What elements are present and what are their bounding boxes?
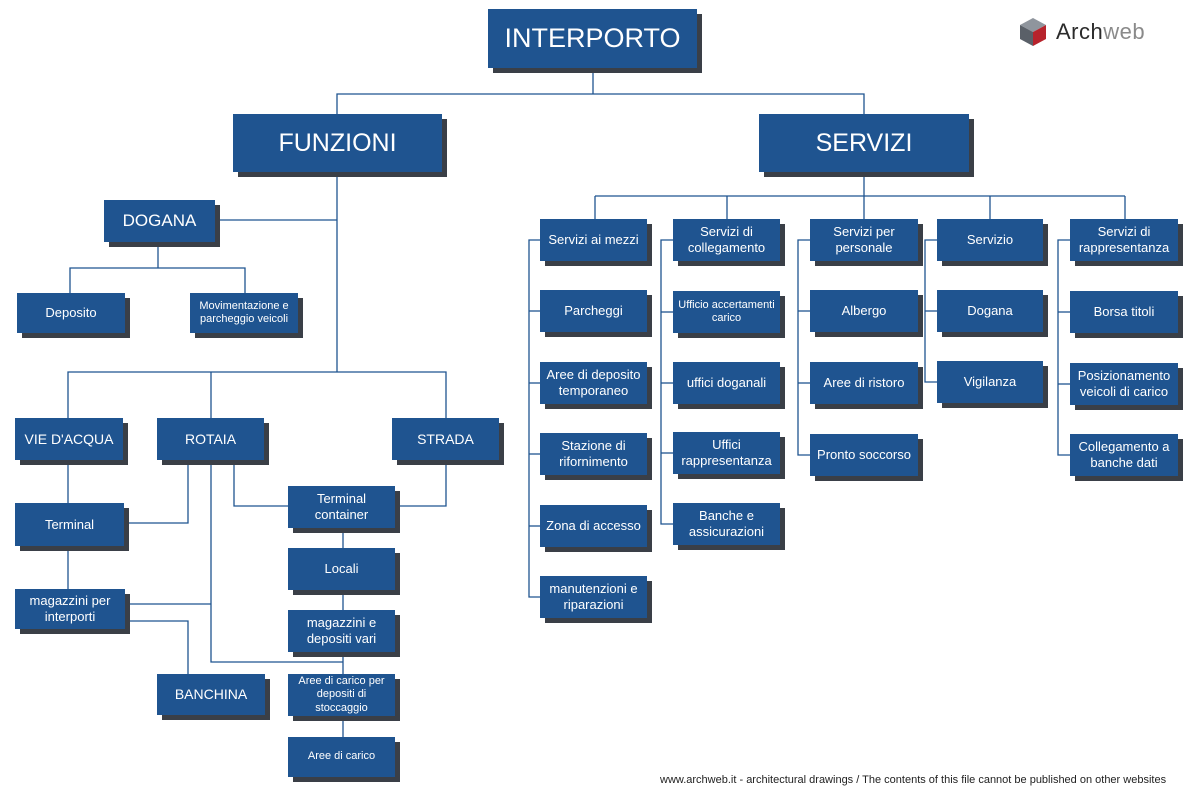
node-aree-ristoro: Aree di ristoro xyxy=(810,362,918,404)
node-manutenzioni: manutenzioni e riparazioni xyxy=(540,576,647,618)
node-collegamento-banche: Collegamento a banche dati xyxy=(1070,434,1178,476)
node-parcheggi: Parcheggi xyxy=(540,290,647,332)
node-aree-carico-stoccaggio: Aree di carico per depositi di stoccaggi… xyxy=(288,674,395,716)
node-servizi-rappresentanza: Servizi di rappresentanza xyxy=(1070,219,1178,261)
node-banche-assicurazioni: Banche e assicurazioni xyxy=(673,503,780,545)
node-albergo: Albergo xyxy=(810,290,918,332)
node-zona-accesso: Zona di accesso xyxy=(540,505,647,547)
node-servizi-mezzi: Servizi ai mezzi xyxy=(540,219,647,261)
root-interporto: INTERPORTO xyxy=(488,9,697,68)
node-uffici-doganali: uffici doganali xyxy=(673,362,780,404)
node-servizi: SERVIZI xyxy=(759,114,969,172)
node-vigilanza: Vigilanza xyxy=(937,361,1043,403)
node-aree-carico: Aree di carico xyxy=(288,737,395,777)
node-terminal: Terminal xyxy=(15,503,124,546)
cube-icon xyxy=(1020,18,1046,46)
node-vie-acqua: VIE D'ACQUA xyxy=(15,418,123,460)
node-uffici-rappresentanza: Uffici rappresentanza xyxy=(673,432,780,474)
node-borsa-titoli: Borsa titoli xyxy=(1070,291,1178,333)
node-ufficio-accertamenti: Ufficio accertamenti carico xyxy=(673,291,780,333)
node-funzioni: FUNZIONI xyxy=(233,114,442,172)
node-posizionamento-veicoli: Posizionamento veicoli di carico xyxy=(1070,363,1178,405)
node-magazzini-depositi: magazzini e depositi vari xyxy=(288,610,395,652)
node-servizio: Servizio xyxy=(937,219,1043,261)
node-banchina: BANCHINA xyxy=(157,674,265,715)
node-pronto-soccorso: Pronto soccorso xyxy=(810,434,918,476)
node-dogana: DOGANA xyxy=(104,200,215,242)
node-strada: STRADA xyxy=(392,418,499,460)
node-servizi-collegamento: Servizi di collegamento xyxy=(673,219,780,261)
node-stazione-rifornimento: Stazione di rifornimento xyxy=(540,433,647,475)
node-movimentazione: Movimentazione e parcheggio veicoli xyxy=(190,293,298,333)
node-aree-deposito: Aree di deposito temporaneo xyxy=(540,362,647,404)
node-locali: Locali xyxy=(288,548,395,590)
node-dogana-servizio: Dogana xyxy=(937,290,1043,332)
logo-text: Archweb xyxy=(1056,19,1146,44)
archweb-logo: Archweb xyxy=(1018,16,1178,48)
node-magazzini-interporti: magazzini per interporti xyxy=(15,589,125,629)
node-rotaia: ROTAIA xyxy=(157,418,264,460)
node-deposito: Deposito xyxy=(17,293,125,333)
footer-credit: www.archweb.it - architectural drawings … xyxy=(660,774,1167,786)
node-terminal-container: Terminal container xyxy=(288,486,395,528)
node-servizi-personale: Servizi per personale xyxy=(810,219,918,261)
